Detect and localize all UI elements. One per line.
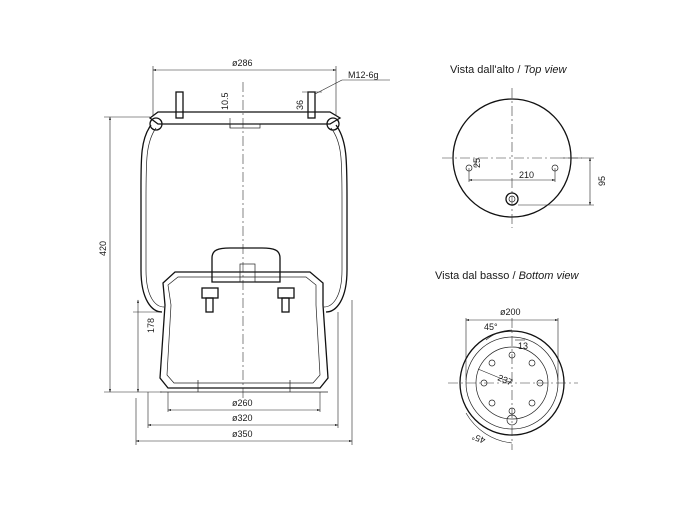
dim-237: 237: [496, 373, 514, 388]
bottom-view: Vista dal basso / Bottom view ø200 45° 1…: [435, 270, 580, 450]
right-crimp: [326, 117, 340, 131]
dim-45-bottom: 45°: [470, 431, 487, 445]
bottom-holes: [480, 351, 544, 415]
dim-10-5: 10.5: [220, 92, 230, 110]
dim-d286: ø286: [232, 58, 253, 68]
dim-210: 210: [519, 170, 534, 180]
dim-45-top: 45°: [484, 322, 498, 332]
dim-d320: ø320: [232, 413, 253, 423]
dim-95: 95: [597, 176, 607, 186]
bottom-view-title: Vista dal basso / Bottom view: [435, 270, 580, 282]
top-view: Vista dall'alto / Top view 25 210 95: [442, 64, 607, 228]
top-air-inlet: [505, 192, 519, 206]
left-crimp: [149, 117, 163, 131]
side-view: ø286 M12-6g 10.5 36 420 178 ø260 ø320: [98, 58, 390, 445]
dim-thread: M12-6g: [348, 70, 379, 80]
bellows: [140, 124, 348, 313]
top-plate: [148, 111, 342, 125]
piston-cap: [211, 247, 281, 283]
dim-d350: ø350: [232, 429, 253, 439]
dim-178: 178: [146, 318, 156, 333]
dim-13: 13: [518, 341, 528, 351]
bottom-centre-bolt: [506, 414, 518, 426]
dim-d200: ø200: [500, 307, 521, 317]
dim-420: 420: [98, 241, 108, 256]
piston: [159, 271, 329, 389]
top-view-title: Vista dall'alto / Top view: [450, 64, 568, 76]
dim-36: 36: [295, 100, 305, 110]
lower-bolts: [201, 287, 295, 313]
dim-25: 25: [472, 158, 482, 168]
dim-d260: ø260: [232, 398, 253, 408]
